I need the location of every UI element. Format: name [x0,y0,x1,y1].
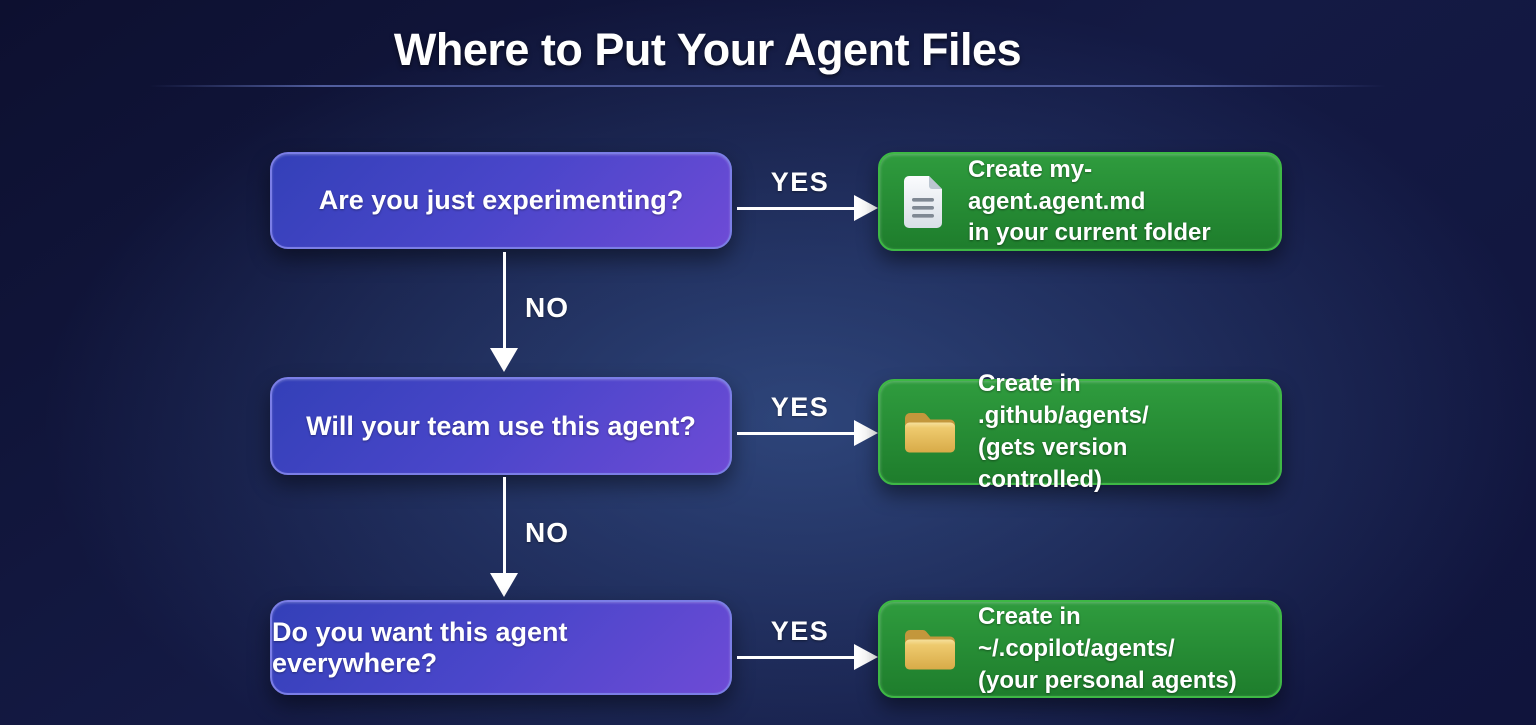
yes-label: YES [770,167,830,197]
arrow-line [737,656,856,659]
folder-icon [902,409,958,455]
result-text: Create in ~/.copilot/agents/ (your perso… [978,601,1258,697]
result-text: Create my-agent.agent.md in your current… [968,154,1258,250]
result-line-2: in your current folder [968,219,1211,247]
no-label: NO [525,517,569,548]
arrow-line [737,207,856,210]
folder-icon [902,626,958,672]
result-box-copilot-agents: Create in ~/.copilot/agents/ (your perso… [878,600,1282,698]
arrow-down-icon [490,573,518,597]
arrow-line [503,477,506,573]
question-box-team-use: Will your team use this agent? [270,377,732,475]
question-text: Will your team use this agent? [306,410,696,441]
arrow-right-icon [854,420,878,446]
document-icon [902,175,948,229]
yes-connector-2: YES [737,392,878,456]
arrow-right-icon [854,195,878,221]
yes-connector-3: YES [737,616,878,680]
yes-label: YES [770,392,830,422]
arrow-line [737,432,856,435]
result-line-1: Create my-agent.agent.md [968,155,1146,215]
arrow-line [503,252,506,348]
result-line-2: (gets version controlled) [978,434,1128,493]
page-title: Where to Put Your Agent Files [393,24,1022,75]
result-box-github-agents: Create in .github/agents/ (gets version … [878,370,1282,493]
title-divider [150,85,1386,87]
question-box-experimenting: Are you just experimenting? [270,152,732,249]
result-box-current-folder: Create my-agent.agent.md in your current… [878,152,1282,251]
no-connector-1: NO [490,252,623,372]
question-text: Do you want this agent everywhere? [272,616,568,678]
question-text: Are you just experimenting? [318,185,684,215]
result-line-1: Create in ~/.copilot/agents/ [978,603,1175,663]
no-connector-2: NO [490,477,623,597]
arrow-down-icon [490,348,518,372]
no-label: NO [525,292,569,323]
yes-connector-1: YES [737,167,878,231]
yes-label: YES [770,616,830,646]
arrow-right-icon [854,644,878,670]
result-line-1: Create in .github/agents/ [978,370,1149,430]
question-box-agent-everywhere: Do you want this agent everywhere? [270,600,732,695]
result-line-2: (your personal agents) [978,666,1237,694]
result-text: Create in .github/agents/ (gets version … [978,368,1258,496]
